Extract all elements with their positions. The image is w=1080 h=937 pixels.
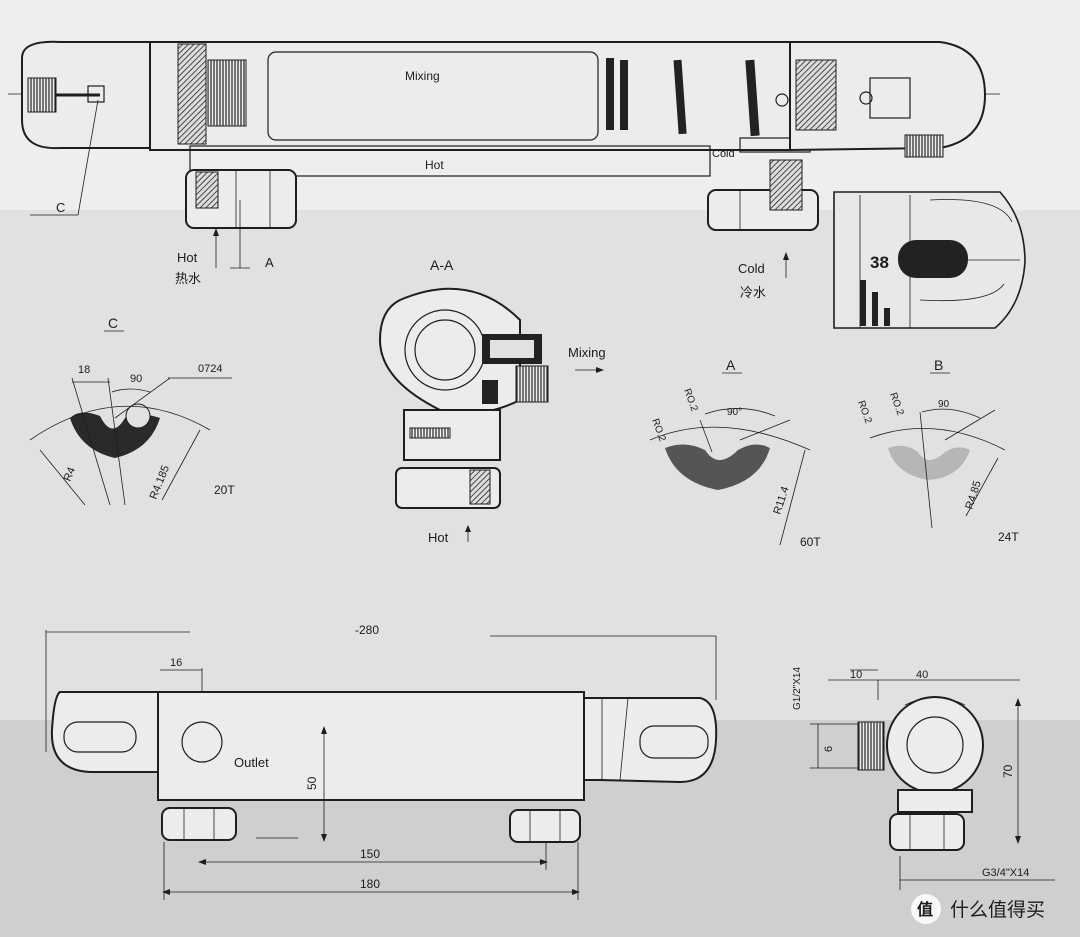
hot-inlet-arrowhead — [213, 228, 219, 236]
thermo-bar-2 — [620, 60, 628, 130]
dim-70: 70 — [1001, 764, 1015, 778]
detail-b-teeth: 24T — [998, 530, 1019, 544]
dim-280: -280 — [355, 623, 379, 637]
front-left-nut — [161, 807, 237, 841]
label-a: A — [265, 255, 274, 270]
section-aa-label-mixing: Mixing — [568, 345, 606, 360]
detail-a-title: A — [726, 357, 736, 373]
detail-c-dim-0724: 0724 — [198, 363, 222, 375]
hot-passage — [189, 145, 711, 177]
detail-c-teeth: 20T — [214, 483, 235, 497]
side-body-round — [886, 696, 984, 794]
detail-b-arc — [869, 428, 1006, 451]
detail-c-dim-90: 90 — [130, 373, 142, 385]
dim-16: 16 — [170, 657, 182, 669]
label-c: C — [56, 200, 65, 215]
temp-knob-insert — [869, 77, 911, 119]
watermark: 值 什么值得买 — [911, 894, 1045, 924]
thermo-bar-3 — [673, 59, 687, 135]
detail-c-dim-18: 18 — [78, 364, 90, 376]
watermark-badge — [911, 894, 941, 924]
dim-150: 150 — [360, 847, 380, 861]
dim-6: 6 — [823, 746, 835, 752]
side-thread — [857, 721, 885, 771]
label-hot: Hot — [425, 158, 444, 172]
watermark-badge-text: 值 — [917, 900, 933, 919]
cold-inlet-nut — [707, 159, 819, 231]
left-knob-insert — [27, 77, 57, 113]
temperature-dial-detail: 38 — [833, 191, 1026, 329]
mixing-chamber — [267, 51, 599, 141]
dim-thread-bottom: G3/4"X14 — [982, 867, 1029, 879]
side-nut — [889, 813, 965, 851]
cold-inlet-arrowhead — [783, 252, 789, 260]
check-valve-mark — [775, 93, 789, 107]
thermo-bar-1 — [606, 58, 614, 130]
label-cold-cn: 冷水 — [740, 285, 766, 300]
detail-c-title: C — [108, 315, 118, 331]
dial-value: 38 — [870, 253, 889, 272]
dim-thread-top: G1/2"X14 — [792, 667, 803, 710]
detail-c-tooth-circle — [125, 403, 151, 429]
side-view: G1/2"X14 10 40 6 70 G3/4"X14 — [792, 667, 1055, 890]
top-cross-section: Mixing Hot Cold — [8, 40, 1026, 329]
dial-pointer — [898, 240, 968, 278]
detail-c-dim-r4: R4 — [62, 466, 78, 484]
front-view: -280 16 Outlet 50 150 — [45, 623, 718, 900]
detail-a-teeth-profile — [665, 444, 770, 490]
front-left-handle — [50, 691, 159, 773]
thermo-bar-4 — [745, 59, 760, 137]
label-cold: Cold — [712, 148, 735, 160]
label-hot-cn: 热水 — [175, 271, 201, 286]
front-outlet-circle — [181, 721, 223, 763]
detail-c: C 18 90 0724 R4 R4.185 20T — [29, 315, 235, 506]
section-aa-label-hot: Hot — [428, 530, 449, 545]
spindle-nut — [87, 85, 105, 103]
label-mixing: Mixing — [405, 69, 440, 83]
label-outlet: Outlet — [234, 755, 269, 770]
detail-c-arc — [29, 405, 211, 441]
section-aa-inlet-body — [403, 409, 501, 461]
detail-a-teeth: 60T — [800, 535, 821, 549]
front-right-handle — [583, 697, 718, 784]
hot-valve-block — [177, 43, 207, 145]
section-aa: A-A Mixing Hot — [378, 257, 606, 545]
dim-50: 50 — [305, 776, 319, 790]
detail-b-title: B — [934, 357, 943, 373]
temp-spring — [904, 134, 944, 158]
detail-b-dim-90: 90 — [938, 399, 950, 410]
detail-b-teeth-profile — [888, 445, 970, 480]
front-right-nut — [509, 809, 581, 843]
right-cap — [789, 41, 987, 152]
detail-a-dim-90: 90° — [727, 407, 742, 418]
hot-inlet-nut — [185, 169, 297, 229]
watermark-text: 什么值得买 — [950, 899, 1045, 921]
label-cold-inlet: Cold — [738, 261, 765, 276]
detail-a-arc — [649, 426, 811, 451]
dim-180: 180 — [360, 877, 380, 891]
dim-40: 40 — [916, 669, 928, 681]
check-valve-mark-2 — [859, 91, 873, 105]
hot-valve-spring — [207, 59, 247, 127]
dim-10: 10 — [850, 669, 862, 681]
front-main-body — [157, 691, 585, 801]
section-aa-title: A-A — [430, 257, 454, 273]
leader-c-diag — [77, 99, 99, 216]
section-aa-ring-inner — [414, 319, 476, 381]
label-hot-inlet: Hot — [177, 250, 198, 265]
temperature-cartridge — [795, 59, 837, 131]
section-aa-spring — [515, 365, 549, 403]
